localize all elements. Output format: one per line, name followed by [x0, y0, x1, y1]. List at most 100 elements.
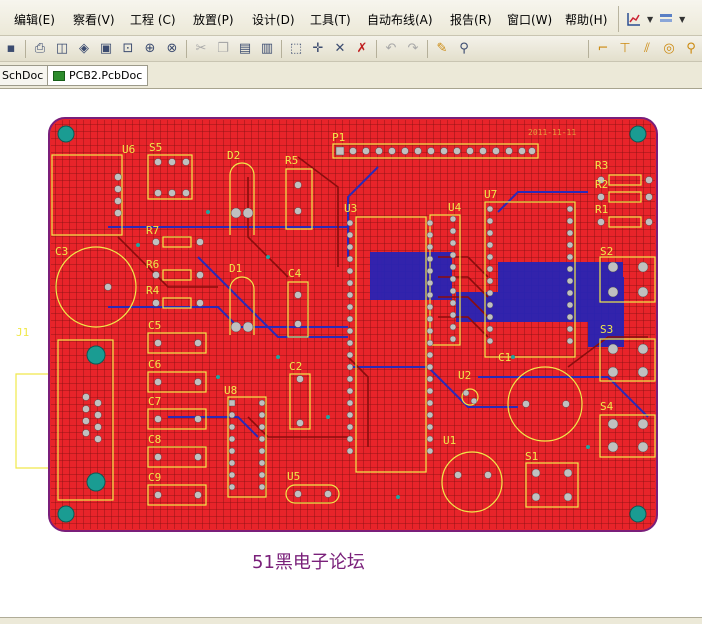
designator: S4: [600, 400, 614, 413]
toolbar-separator: [376, 39, 377, 58]
toolbar-separator: [281, 39, 282, 58]
designators: U6 S5 D2 R5 P1 R3 R2 R1 C3 R7 R6 R4 D1 C…: [55, 131, 614, 484]
copper-grid: [51, 120, 655, 529]
paste-icon[interactable]: ▤: [238, 41, 252, 56]
tab-pcbdoc[interactable]: PCB2.PcbDoc: [47, 65, 149, 86]
designator: C1: [498, 351, 511, 364]
zoom-area-icon[interactable]: ⊕: [144, 41, 156, 56]
differential-route-icon[interactable]: ⫽: [644, 41, 650, 56]
undo-icon[interactable]: ↶: [385, 41, 397, 56]
menu-edit[interactable]: 编辑(E): [14, 13, 55, 27]
save-icon[interactable]: ▪: [6, 41, 16, 56]
silkscreen-layer: [51, 143, 656, 513]
designator: U7: [484, 188, 497, 201]
designator: C8: [148, 433, 161, 446]
header-p1-pads: [335, 146, 536, 156]
designator: S5: [149, 141, 162, 154]
menu-right-tools: ▼ ▼: [618, 6, 702, 32]
designator: C4: [288, 267, 302, 280]
pcb-document-icon: [53, 70, 65, 81]
zoom-fit-icon[interactable]: ⊡: [122, 41, 134, 56]
arc-icon[interactable]: ◎: [663, 41, 675, 56]
menu-reports[interactable]: 报告(R): [450, 13, 492, 27]
tab-schdoc[interactable]: SchDoc: [0, 65, 50, 86]
designator: D2: [227, 149, 240, 162]
toolbar-separator: [186, 39, 187, 58]
designator: R5: [285, 154, 298, 167]
chevron-down-icon[interactable]: ▼: [647, 14, 654, 24]
route-multi-icon[interactable]: ⊤: [619, 41, 631, 56]
menu-window[interactable]: 窗口(W): [507, 13, 553, 27]
vias: [136, 210, 590, 499]
deselect-icon[interactable]: ✗: [356, 41, 368, 56]
move-icon[interactable]: ✛: [312, 41, 324, 56]
designator: U3: [344, 202, 357, 215]
zoom-selected-icon[interactable]: ⊗: [166, 41, 178, 56]
board-view-icon[interactable]: ▣: [99, 41, 113, 56]
designator: C6: [148, 358, 161, 371]
cut-icon[interactable]: ✂: [195, 41, 207, 56]
menu-bar: 编辑(E) 察看(V) 工程 (C) 放置(P) 设计(D) 工具(T) 自动布…: [0, 0, 702, 36]
print-preview-icon[interactable]: ◫: [55, 41, 69, 56]
designator: C7: [148, 395, 161, 408]
menu-autoroute[interactable]: 自动布线(A): [367, 13, 433, 27]
designator: U2: [458, 369, 471, 382]
designator: S2: [600, 245, 613, 258]
top-traces: [117, 156, 648, 447]
designator: R3: [595, 159, 608, 172]
print-icon[interactable]: ⎙: [34, 41, 46, 56]
menu-view[interactable]: 察看(V): [73, 13, 115, 27]
forum-caption: 51黑电子论坛: [252, 552, 365, 573]
route-icon[interactable]: ⌐: [597, 41, 609, 56]
cross-probe-icon[interactable]: ✕: [334, 41, 346, 56]
pcb-board[interactable]: 2011-11-11 U6 S5 D2 R5 P1 R3 R2 R1 C3 R7…: [48, 117, 658, 532]
designator: C9: [148, 471, 161, 484]
redo-icon[interactable]: ↷: [407, 41, 419, 56]
menu-project[interactable]: 工程 (C): [130, 13, 176, 27]
designator: U1: [443, 434, 456, 447]
chevron-down-icon[interactable]: ▼: [679, 14, 686, 24]
rubber-stamp-icon[interactable]: ▥: [260, 41, 274, 56]
tab-pcbdoc-label: PCB2.PcbDoc: [69, 69, 143, 82]
toolbar-separator: [25, 39, 26, 58]
designator: S1: [525, 450, 538, 463]
inspector-icon[interactable]: ⚲: [459, 41, 469, 56]
document-tab-bar: SchDoc PCB2.PcbDoc: [0, 62, 702, 89]
menu-place[interactable]: 放置(P): [193, 13, 234, 27]
ic-pads: [228, 205, 574, 491]
menu-tools[interactable]: 工具(T): [310, 13, 351, 27]
toolbar-separator: [427, 39, 428, 58]
designator: R6: [146, 258, 159, 271]
designator: P1: [332, 131, 345, 144]
highlight-icon[interactable]: ✎: [436, 41, 448, 56]
standard-toolbar: ▪ ⎙ ◫ ◈ ▣ ⊡ ⊕ ⊗ ✂ ❐ ▤ ▥ ⬚ ✛ ✕ ✗ ↶ ↷ ✎ ⚲ …: [0, 36, 702, 62]
status-strip: [0, 617, 702, 624]
tab-schdoc-label: SchDoc: [2, 69, 44, 82]
menu-help[interactable]: 帮助(H): [565, 13, 608, 27]
designator: U4: [448, 201, 462, 214]
designator: D1: [229, 262, 242, 275]
designator: U8: [224, 384, 237, 397]
designator: U6: [122, 143, 135, 156]
designator: R2: [595, 178, 608, 191]
layers-stack-icon[interactable]: ◈: [79, 41, 89, 56]
pad-icon[interactable]: ⚲: [686, 41, 696, 56]
layers-icon[interactable]: [657, 10, 675, 28]
designator: U5: [287, 470, 300, 483]
designator: C2: [289, 360, 302, 373]
designator: C5: [148, 319, 161, 332]
designator: S3: [600, 323, 613, 336]
menu-design[interactable]: 设计(D): [252, 13, 295, 27]
designator-j1: J1: [16, 326, 29, 339]
designator: R1: [595, 203, 608, 216]
silk-date-text: 2011-11-11: [528, 128, 576, 137]
designator: C3: [55, 245, 68, 258]
connector-j1-overhang: J1: [15, 326, 48, 469]
toolbar-separator: [588, 39, 589, 58]
designator: R4: [146, 284, 160, 297]
chart-icon[interactable]: [625, 10, 643, 28]
designator: R7: [146, 224, 159, 237]
copy-icon[interactable]: ❐: [217, 41, 229, 56]
select-box-icon[interactable]: ⬚: [289, 41, 303, 56]
component-pads: [82, 158, 653, 502]
